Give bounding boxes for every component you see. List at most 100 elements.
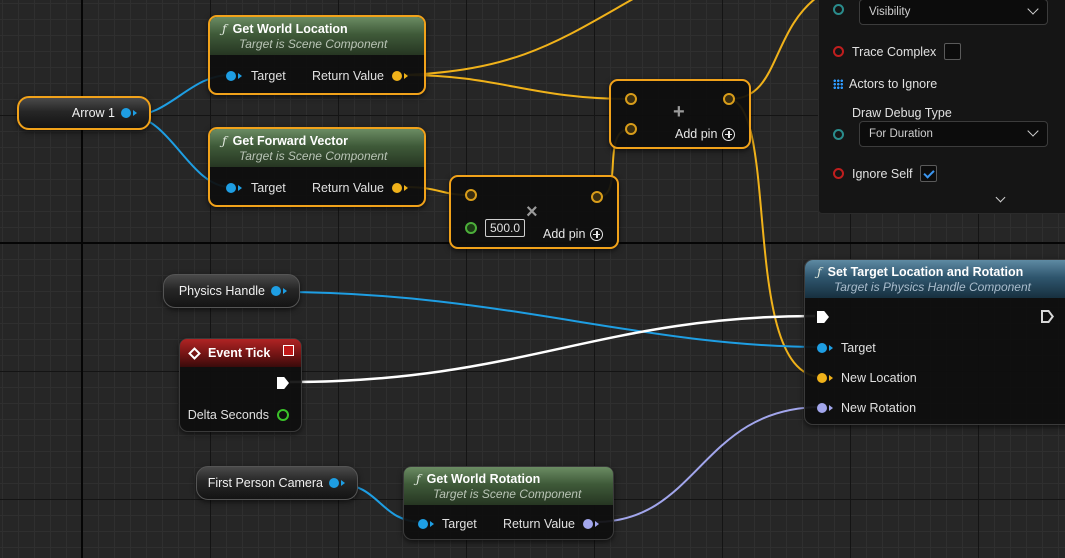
event-icon (188, 346, 201, 360)
event-tick-node[interactable]: Event Tick Delta Seconds (179, 338, 302, 432)
ignore-self-checkbox[interactable] (920, 165, 938, 182)
event-tick-exec-out-pin[interactable] (277, 377, 289, 389)
pin-arrow-icon (341, 480, 345, 486)
actors-to-ignore-label: Actors to Ignore (849, 77, 938, 91)
trace-complex-pin[interactable] (833, 46, 844, 57)
ignore-self-label: Ignore Self (852, 166, 913, 181)
wire-location-up (404, 0, 634, 76)
chevron-down-icon (1027, 3, 1039, 15)
trace-channel-pin[interactable] (833, 4, 844, 15)
set-target-new-rotation-label: New Rotation (841, 401, 917, 415)
rotator-pin-icon (817, 403, 827, 413)
multiply-input-a-pin[interactable] (465, 189, 477, 201)
draw-debug-type-pin[interactable] (833, 129, 844, 140)
draw-debug-type-label-row: Draw Debug Type (852, 106, 952, 120)
physics-handle-variable-node[interactable]: Physics Handle (163, 274, 300, 308)
pin-arrow-icon (283, 288, 287, 294)
set-target-new-location-label: New Location (841, 371, 917, 385)
add-vector-node[interactable]: + Add pin (609, 79, 751, 149)
function-icon: ƒ (222, 133, 227, 148)
get-world-rotation-return-pin[interactable]: Return Value (503, 517, 599, 531)
multiply-vector-node[interactable]: × 500.0 Add pin (449, 175, 619, 249)
wire-physics-handle-to-target (279, 291, 823, 348)
ignore-self-row: Ignore Self (833, 165, 938, 182)
get-world-location-target-pin[interactable]: Target (226, 69, 286, 83)
add-pin-icon (722, 127, 736, 141)
expand-advanced-chevron-icon[interactable] (995, 192, 1006, 203)
get-forward-vector-target-pin[interactable]: Target (226, 181, 286, 195)
trace-channel-dropdown[interactable]: Visibility (859, 0, 1048, 25)
get-forward-vector-target-label: Target (251, 181, 286, 195)
first-person-camera-label: First Person Camera (207, 476, 323, 490)
physics-handle-output-pin[interactable] (271, 286, 281, 296)
draw-debug-type-value: For Duration (869, 128, 933, 140)
delta-seconds-pin[interactable]: Delta Seconds (188, 408, 289, 422)
set-target-exec-in-pin[interactable] (817, 311, 829, 323)
pin-arrow-icon (829, 405, 833, 411)
first-person-camera-variable-node[interactable]: First Person Camera (196, 466, 358, 500)
function-icon: ƒ (817, 264, 822, 279)
get-world-location-node[interactable]: ƒ Get World Location Target is Scene Comp… (208, 15, 426, 95)
pin-arrow-icon (829, 375, 833, 381)
multiply-add-pin-button[interactable]: Add pin (543, 227, 604, 241)
get-forward-vector-subtitle: Target is Scene Component (239, 149, 388, 163)
get-world-location-return-label: Return Value (311, 69, 384, 83)
multiply-input-b-pin[interactable] (465, 222, 477, 234)
get-world-location-subtitle: Target is Scene Component (239, 37, 388, 51)
first-person-camera-output-pin[interactable] (329, 478, 339, 488)
add-input-b-pin[interactable] (625, 123, 637, 135)
ignore-self-pin[interactable] (833, 168, 844, 179)
add-input-a-pin[interactable] (625, 93, 637, 105)
add-operator-icon: + (673, 101, 685, 123)
object-pin-icon (226, 71, 236, 81)
wire-location-to-add (404, 74, 631, 100)
multiply-value-field[interactable]: 500.0 (485, 219, 526, 237)
get-world-rotation-subtitle: Target is Scene Component (433, 487, 582, 501)
get-world-location-return-pin[interactable]: Return Value (312, 69, 408, 83)
arrow-variable-label: Arrow 1 (71, 106, 115, 120)
pin-arrow-icon (829, 345, 833, 351)
get-forward-vector-return-pin[interactable]: Return Value (312, 181, 408, 195)
set-target-new-location-pin[interactable]: New Location (817, 371, 917, 385)
trace-complex-label: Trace Complex (852, 44, 937, 59)
draw-debug-type-dropdown[interactable]: For Duration (859, 121, 1048, 147)
chevron-down-icon (1027, 125, 1039, 137)
vector-pin-icon (817, 373, 827, 383)
get-forward-vector-return-label: Return Value (311, 181, 384, 195)
set-target-target-pin[interactable]: Target (817, 341, 876, 355)
add-pin-button[interactable]: Add pin (675, 127, 736, 141)
get-world-location-target-label: Target (251, 69, 286, 83)
arrow-pin-arrow-icon (133, 110, 137, 116)
graph-origin-vertical (81, 0, 83, 558)
get-world-rotation-return-label: Return Value (502, 517, 575, 531)
vector-pin-icon (392, 71, 402, 81)
set-target-new-rotation-pin[interactable]: New Rotation (817, 401, 916, 415)
get-world-rotation-target-pin[interactable]: Target (418, 517, 477, 531)
line-trace-node-panel[interactable]: Visibility Trace Complex Actors to Ignor… (818, 0, 1065, 214)
actors-to-ignore-row: Actors to Ignore (833, 77, 937, 91)
add-pin-label: Add pin (675, 127, 718, 141)
function-icon: ƒ (222, 21, 227, 36)
trace-complex-checkbox[interactable] (944, 43, 962, 60)
event-tick-header: Event Tick (180, 339, 301, 367)
pin-arrow-icon (238, 73, 242, 79)
physics-handle-label: Physics Handle (178, 284, 265, 298)
arrow-variable-node[interactable]: Arrow 1 (17, 96, 151, 130)
get-world-location-header: ƒ Get World Location Target is Scene Comp… (210, 17, 424, 55)
arrow-output-pin[interactable] (121, 108, 131, 118)
add-pin-icon (590, 227, 604, 241)
array-pin-icon[interactable] (833, 79, 843, 89)
pin-arrow-icon (404, 73, 408, 79)
set-target-exec-out-pin[interactable] (1041, 310, 1054, 323)
float-pin-icon (277, 409, 289, 421)
multiply-output-pin[interactable] (591, 191, 603, 203)
pin-arrow-icon (430, 521, 434, 527)
get-world-location-title: Get World Location (232, 22, 348, 36)
function-icon: ƒ (416, 471, 421, 486)
set-target-target-label: Target (841, 341, 876, 355)
add-output-pin[interactable] (723, 93, 735, 105)
